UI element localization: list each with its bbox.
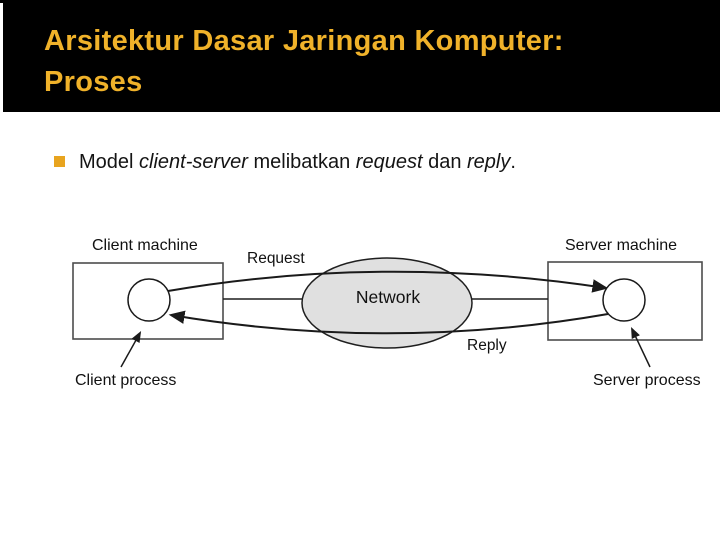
network-ellipse [301, 257, 473, 349]
client-process-circle [127, 278, 171, 322]
bullet-seg-dan: dan [422, 151, 467, 173]
bullet-text: Model client-server melibatkan request d… [79, 149, 516, 175]
server-process-label: Server process [593, 372, 701, 389]
bullet-item: Model client-server melibatkan request d… [54, 149, 694, 175]
slide-header: Arsitektur Dasar Jaringan Komputer: Pros… [0, 0, 720, 112]
client-process-label: Client process [75, 372, 176, 389]
bullet-seg-reply: reply [467, 151, 511, 173]
page-title: Arsitektur Dasar Jaringan Komputer: Pros… [44, 21, 684, 103]
request-label: Request [247, 250, 305, 267]
bullet-marker [54, 156, 65, 167]
reply-arrow [168, 310, 609, 335]
request-arrow [167, 270, 609, 293]
page-title-line1: Arsitektur Dasar Jaringan Komputer: [44, 25, 564, 57]
bullet-seg-melibatkan: melibatkan [247, 151, 356, 173]
reply-label: Reply [467, 337, 507, 354]
bullet-seg-model: Model [79, 151, 140, 173]
server-process-circle [602, 278, 646, 322]
bullet-seg-request: request [355, 151, 423, 173]
client-process-pointer-arrow [120, 331, 142, 368]
bullet-seg-period: . [510, 151, 516, 173]
client-machine-label: Client machine [92, 237, 198, 254]
page-title-line2: Proses [44, 66, 143, 98]
slide-left-margin [0, 3, 3, 540]
network-label: Network [356, 287, 420, 307]
server-process-pointer-arrow [631, 326, 651, 368]
server-machine-label: Server machine [565, 237, 677, 254]
bullet-seg-clientserver: client-server [139, 151, 248, 173]
